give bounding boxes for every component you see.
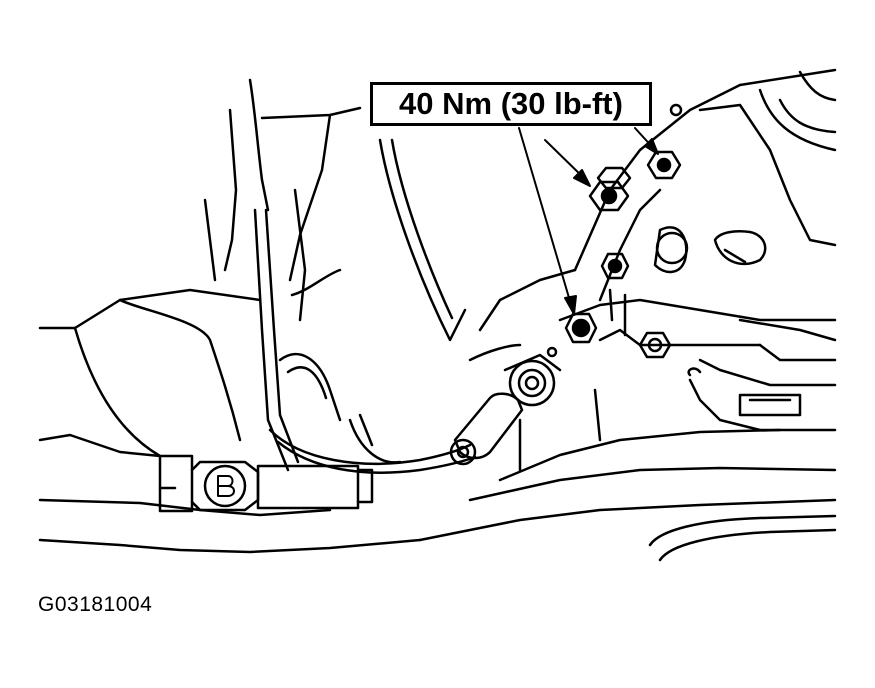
mid-nut — [600, 252, 630, 280]
small-hole-marker — [669, 103, 683, 117]
wiring-harness — [253, 138, 477, 474]
right-nut — [638, 331, 672, 359]
figure-id: G03181004 — [38, 593, 153, 616]
hex-nuts — [564, 150, 682, 359]
right-machinery — [687, 68, 837, 432]
lower-nut — [564, 312, 598, 344]
torque-callout-box: 40 Nm (30 lb-ft) — [370, 82, 652, 126]
top-right-nut — [646, 150, 682, 180]
torque-label: 40 Nm (30 lb-ft) — [399, 86, 623, 121]
sensor-body — [449, 268, 577, 466]
callout-leaders — [518, 127, 659, 315]
lower-channels — [418, 388, 837, 562]
upper-nut — [588, 166, 632, 212]
sensor-connector — [158, 454, 374, 513]
body-contours — [38, 78, 422, 554]
